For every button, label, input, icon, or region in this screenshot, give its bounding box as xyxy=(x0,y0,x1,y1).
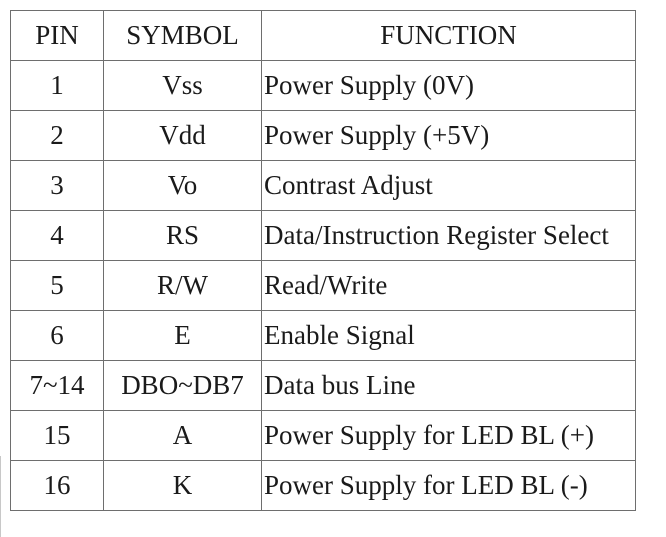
header-pin: PIN xyxy=(10,10,104,61)
left-edge-divider xyxy=(0,456,1,537)
pin-function-table: PIN SYMBOL FUNCTION 1 Vss Power Supply (… xyxy=(10,10,636,511)
table-row: 5 R/W Read/Write xyxy=(10,260,636,311)
cell-function: Power Supply (0V) xyxy=(261,60,636,111)
cell-symbol: Vo xyxy=(103,160,262,211)
header-row: PIN SYMBOL FUNCTION xyxy=(10,10,636,61)
table-header: PIN SYMBOL FUNCTION xyxy=(10,10,636,61)
cell-function: Enable Signal xyxy=(261,310,636,361)
header-function: FUNCTION xyxy=(261,10,636,61)
cell-pin: 2 xyxy=(10,110,104,161)
table-row: 15 A Power Supply for LED BL (+) xyxy=(10,410,636,461)
cell-function: Power Supply (+5V) xyxy=(261,110,636,161)
cell-pin: 6 xyxy=(10,310,104,361)
table-row: 3 Vo Contrast Adjust xyxy=(10,160,636,211)
cell-function: Data/Instruction Register Select xyxy=(261,210,636,261)
table-row: 6 E Enable Signal xyxy=(10,310,636,361)
table-row: 4 RS Data/Instruction Register Select xyxy=(10,210,636,261)
table-body: 1 Vss Power Supply (0V) 2 Vdd Power Supp… xyxy=(10,60,636,511)
cell-function: Contrast Adjust xyxy=(261,160,636,211)
cell-pin: 7~14 xyxy=(10,360,104,411)
cell-function: Data bus Line xyxy=(261,360,636,411)
header-symbol: SYMBOL xyxy=(103,10,262,61)
cell-pin: 4 xyxy=(10,210,104,261)
table-row: 1 Vss Power Supply (0V) xyxy=(10,60,636,111)
cell-function: Read/Write xyxy=(261,260,636,311)
pin-table-container: PIN SYMBOL FUNCTION 1 Vss Power Supply (… xyxy=(10,10,636,511)
cell-symbol: A xyxy=(103,410,262,461)
cell-pin: 15 xyxy=(10,410,104,461)
cell-symbol: E xyxy=(103,310,262,361)
cell-symbol: R/W xyxy=(103,260,262,311)
cell-function: Power Supply for LED BL (+) xyxy=(261,410,636,461)
cell-symbol: Vdd xyxy=(103,110,262,161)
cell-function: Power Supply for LED BL (-) xyxy=(261,460,636,511)
cell-pin: 5 xyxy=(10,260,104,311)
cell-pin: 1 xyxy=(10,60,104,111)
cell-pin: 3 xyxy=(10,160,104,211)
table-row: 2 Vdd Power Supply (+5V) xyxy=(10,110,636,161)
table-row: 7~14 DBO~DB7 Data bus Line xyxy=(10,360,636,411)
cell-symbol: K xyxy=(103,460,262,511)
cell-symbol: DBO~DB7 xyxy=(103,360,262,411)
table-row: 16 K Power Supply for LED BL (-) xyxy=(10,460,636,511)
cell-symbol: Vss xyxy=(103,60,262,111)
cell-pin: 16 xyxy=(10,460,104,511)
cell-symbol: RS xyxy=(103,210,262,261)
